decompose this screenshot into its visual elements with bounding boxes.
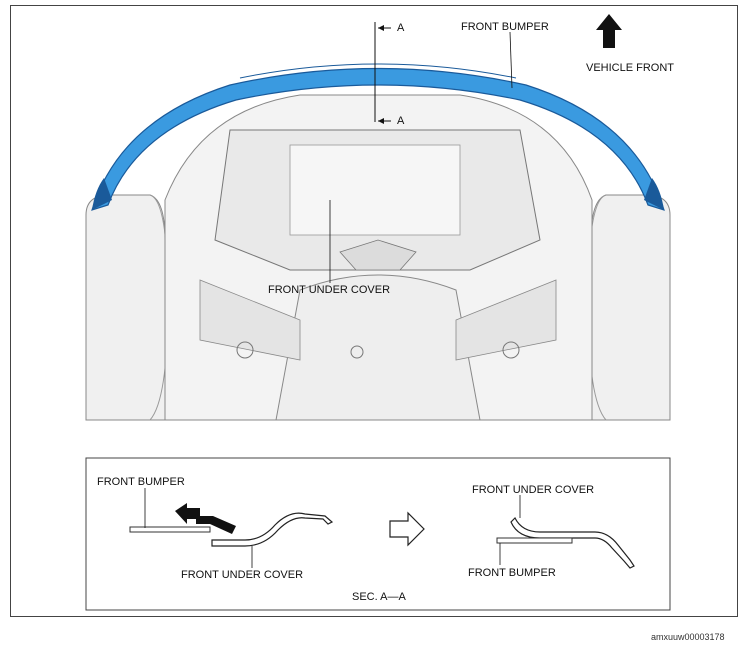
section-marker-top: A [397, 22, 405, 34]
front-under-cover-label: FRONT UNDER COVER [268, 284, 391, 296]
front-bumper-shape [91, 63, 665, 211]
front-bumper-label: FRONT BUMPER [461, 21, 549, 33]
section-front-bumper-left-label: FRONT BUMPER [97, 476, 185, 488]
section-left [129, 488, 334, 568]
section-front-under-cover-right-label: FRONT UNDER COVER [472, 484, 595, 496]
section-title: SEC. A—A [352, 591, 406, 603]
removal-direction-arrow-icon [175, 503, 236, 534]
figure-code: amxuuw00003178 [651, 632, 725, 642]
section-marker-bottom: A [397, 115, 405, 127]
vehicle-underside [85, 94, 671, 421]
figure-frame [10, 5, 738, 617]
section-front-bumper-right-label: FRONT BUMPER [468, 567, 556, 579]
right-wheel [587, 194, 671, 421]
vehicle-front-arrow-icon [596, 14, 622, 48]
section-front-under-cover-left-label: FRONT UNDER COVER [181, 569, 304, 581]
transition-arrow-icon [389, 511, 425, 547]
section-right [496, 495, 635, 569]
vehicle-front-label: VEHICLE FRONT [586, 62, 675, 74]
left-wheel [85, 194, 169, 421]
section-arrow-icon [378, 25, 391, 124]
